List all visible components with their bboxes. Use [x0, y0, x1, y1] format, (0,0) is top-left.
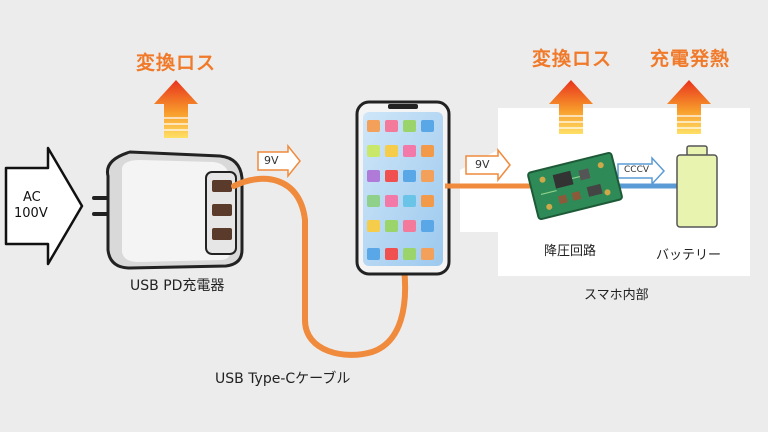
circuit-board-icon	[527, 151, 623, 221]
cccv-label: CCCV	[624, 165, 650, 175]
charger-caption: USB PD充電器	[130, 278, 225, 294]
conversion-loss-label-right: 変換ロス	[532, 48, 613, 70]
phone-internal-caption: スマホ内部	[584, 288, 649, 303]
cccv-arrow	[617, 156, 666, 186]
battery-icon	[676, 145, 718, 228]
charging-heat-label: 充電発熱	[650, 48, 731, 70]
conversion-loss-label-left: 変換ロス	[136, 52, 217, 74]
heat-arrow-icon	[667, 80, 711, 134]
buck-converter-caption: 降圧回路	[544, 244, 597, 259]
charger-icon	[92, 150, 244, 270]
voltage-arrow-internal	[465, 147, 511, 183]
heat-arrow-icon	[154, 80, 198, 138]
ac-label-line1: AC	[23, 190, 41, 205]
usb-c-cable	[231, 175, 409, 358]
smartphone-icon	[355, 100, 451, 276]
voltage-label-internal: 9V	[475, 158, 490, 171]
voltage-arrow-cable	[257, 143, 301, 179]
ac-input-arrow	[4, 146, 84, 266]
voltage-label-cable: 9V	[264, 154, 279, 167]
ac-label-line2: 100V	[14, 206, 48, 221]
heat-arrow-icon	[549, 80, 593, 134]
cable-caption: USB Type-Cケーブル	[215, 371, 351, 387]
battery-caption: バッテリー	[656, 248, 722, 263]
